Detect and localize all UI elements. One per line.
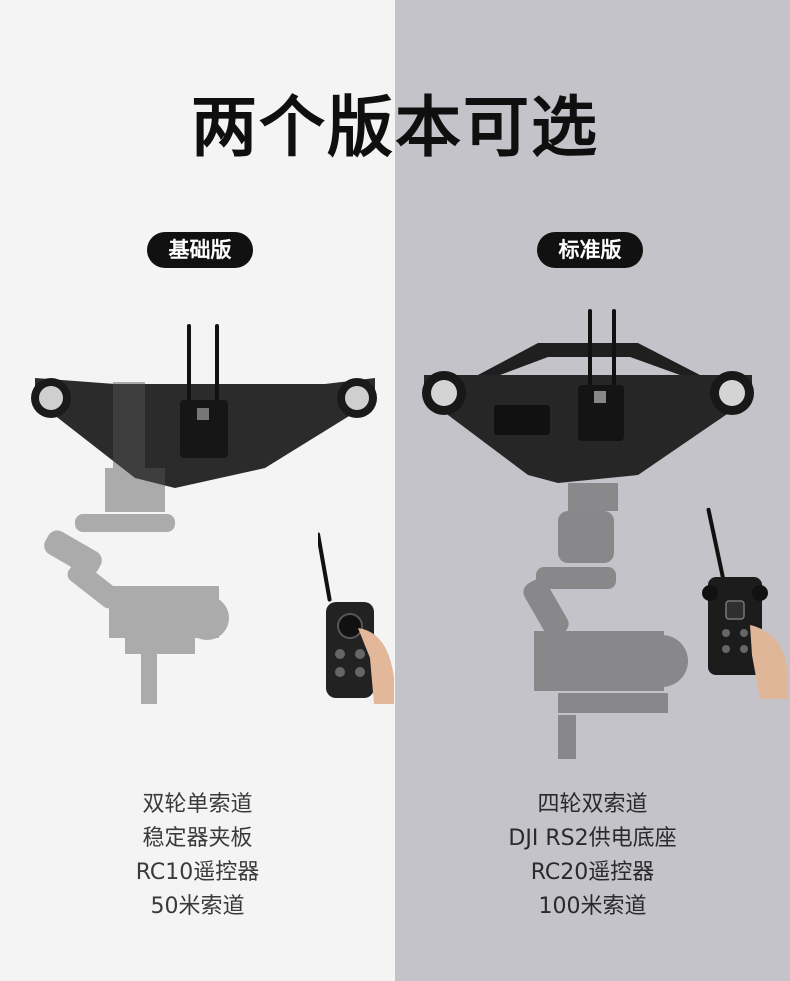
left-panel-background bbox=[0, 0, 395, 981]
standard-feature-item: 100米索道 bbox=[538, 894, 647, 919]
remote-rc10-image bbox=[318, 532, 394, 704]
cable-cam-basic-image bbox=[31, 324, 377, 704]
basic-feature-item: 稳定器夹板 bbox=[142, 826, 253, 851]
page-title: 两个版本可选 bbox=[191, 89, 599, 166]
basic-feature-item: 双轮单索道 bbox=[142, 792, 253, 817]
basic-feature-item: 50米索道 bbox=[150, 894, 245, 919]
remote-rc20-image bbox=[702, 507, 788, 699]
basic-feature-item: RC10遥控器 bbox=[135, 860, 260, 885]
badge-standard: 标准版 bbox=[537, 232, 643, 268]
basic-features-list: 双轮单索道 稳定器夹板 RC10遥控器 50米索道 bbox=[0, 788, 395, 924]
standard-feature-item: 四轮双索道 bbox=[537, 792, 648, 817]
standard-feature-item: RC20遥控器 bbox=[530, 860, 655, 885]
cable-cam-standard-image bbox=[422, 309, 754, 759]
standard-features-list: 四轮双索道 DJI RS2供电底座 RC20遥控器 100米索道 bbox=[395, 788, 790, 924]
badge-basic: 基础版 bbox=[147, 232, 253, 268]
standard-feature-item: DJI RS2供电底座 bbox=[508, 826, 677, 851]
